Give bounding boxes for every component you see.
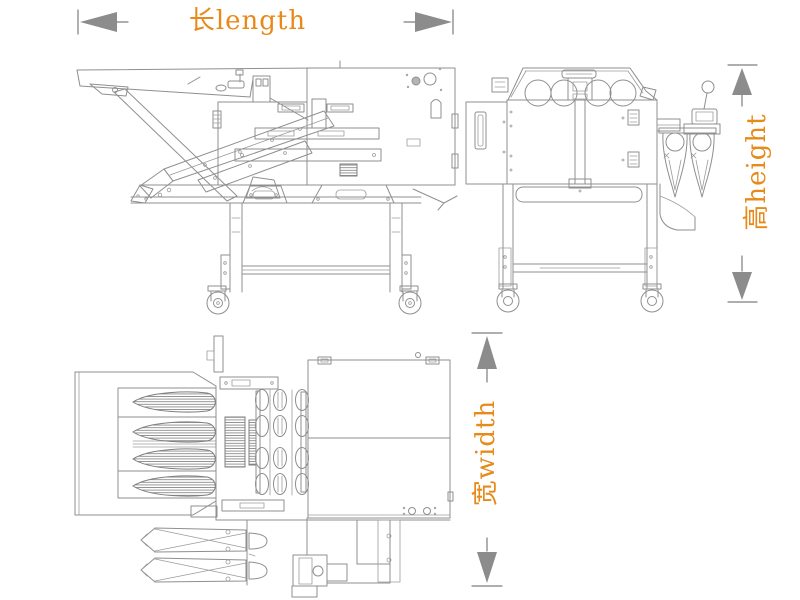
width-dimension-label: 宽width (471, 399, 501, 507)
side-view-caster-left (206, 285, 230, 315)
arrow-up-icon (477, 336, 497, 369)
lever-and-funnel-attachment (656, 80, 721, 231)
arrow-right-icon (415, 12, 452, 32)
front-view-caster-left (496, 283, 520, 313)
width-dimension (471, 332, 503, 587)
side-view-drawing (76, 60, 459, 315)
height-dimension (727, 64, 758, 303)
length-dimension (77, 9, 454, 35)
arrow-left-icon (80, 12, 117, 32)
side-view-caster-right (398, 285, 422, 315)
top-view-drawing (74, 335, 454, 598)
length-dimension-label: 长length (188, 6, 307, 36)
arrow-down-icon (477, 552, 497, 583)
arrow-up-icon (732, 68, 752, 95)
chute-attachment-top-view (140, 517, 451, 598)
height-dimension-label: 高height (742, 113, 772, 231)
arrow-down-icon (732, 272, 752, 300)
front-view-caster-right (640, 283, 664, 313)
front-view-drawing (465, 67, 721, 313)
